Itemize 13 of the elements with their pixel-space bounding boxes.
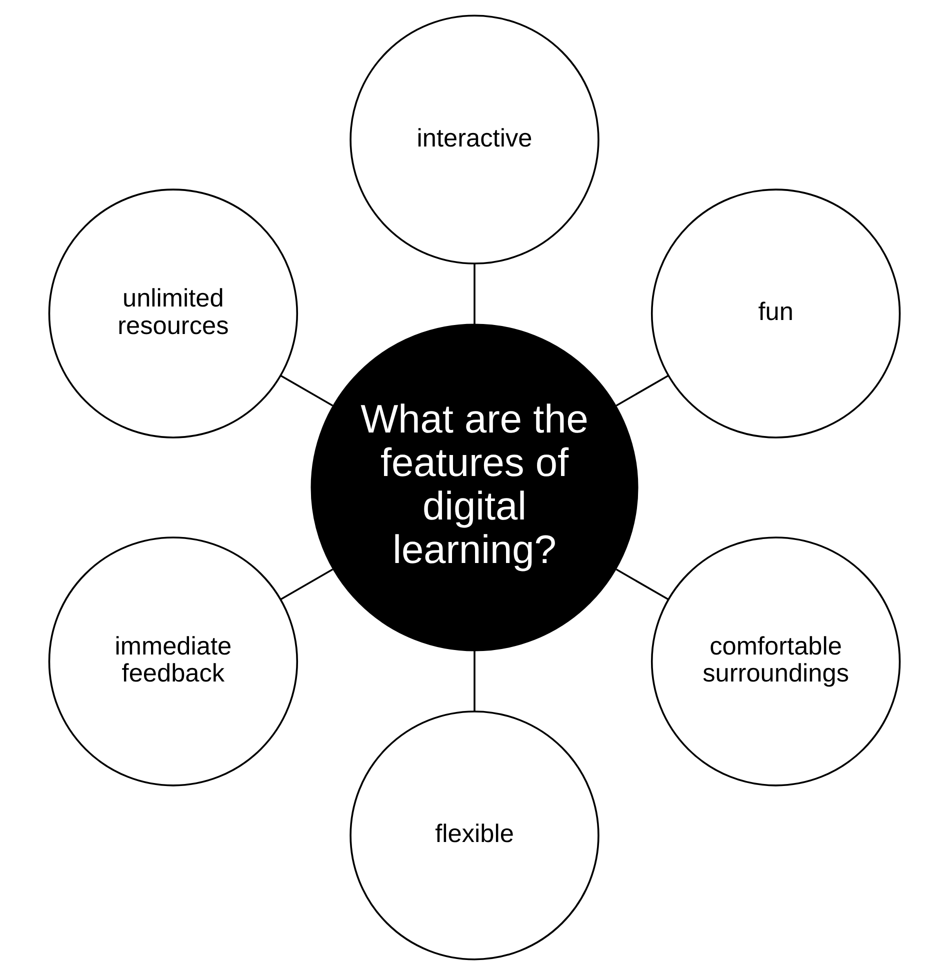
node-circle: immediate feedback <box>48 536 298 786</box>
node-circle: interactive <box>349 14 599 264</box>
connector <box>615 374 668 406</box>
connector <box>280 374 333 406</box>
node-circle: flexible <box>349 710 599 960</box>
connector <box>473 650 475 712</box>
node-circle: What are the features of digital learning? <box>310 324 638 652</box>
connector <box>280 568 333 600</box>
node-circle: unlimited resources <box>48 188 298 438</box>
connector <box>615 568 668 600</box>
connector <box>473 264 475 324</box>
node-circle: fun <box>650 188 900 438</box>
node-circle: comfortable surroundings <box>650 536 900 786</box>
